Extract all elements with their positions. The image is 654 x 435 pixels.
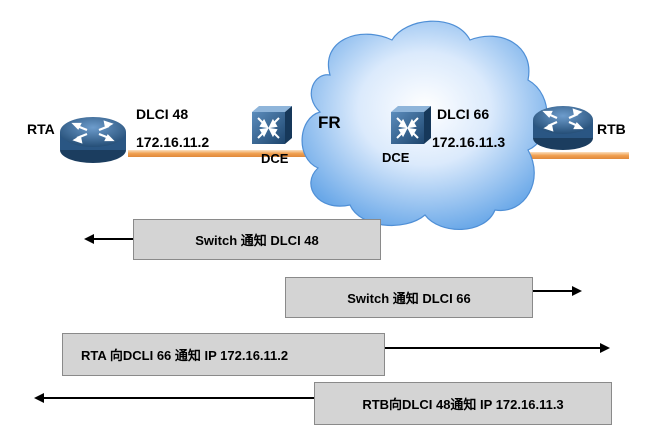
message-box-switch-dlci66: Switch 通知 DLCI 66 (285, 277, 533, 318)
message-box-rtb-notify: RTB向DLCI 48通知 IP 172.16.11.3 (314, 382, 612, 425)
dce-switch-left-icon (252, 106, 292, 144)
rtb-label: RTB (597, 121, 626, 137)
right-link (505, 152, 629, 159)
dce-switch-right-icon (391, 106, 431, 144)
left-link (128, 150, 323, 157)
dce-right-label: DCE (382, 150, 410, 165)
left-dlci-label: DLCI 48 (136, 106, 189, 122)
fr-label: FR (318, 113, 341, 132)
right-ip-label: 172.16.11.3 (432, 134, 506, 150)
left-ip-label: 172.16.11.2 (136, 134, 210, 150)
router-rta-icon (60, 117, 126, 163)
message-box-rta-notify: RTA 向DCLI 66 通知 IP 172.16.11.2 (62, 333, 385, 376)
rta-label: RTA (27, 121, 55, 137)
right-dlci-label: DLCI 66 (437, 106, 490, 122)
message-box-switch-dlci48: Switch 通知 DLCI 48 (133, 219, 381, 260)
dce-left-label: DCE (261, 151, 289, 166)
router-rtb-icon (533, 106, 593, 150)
